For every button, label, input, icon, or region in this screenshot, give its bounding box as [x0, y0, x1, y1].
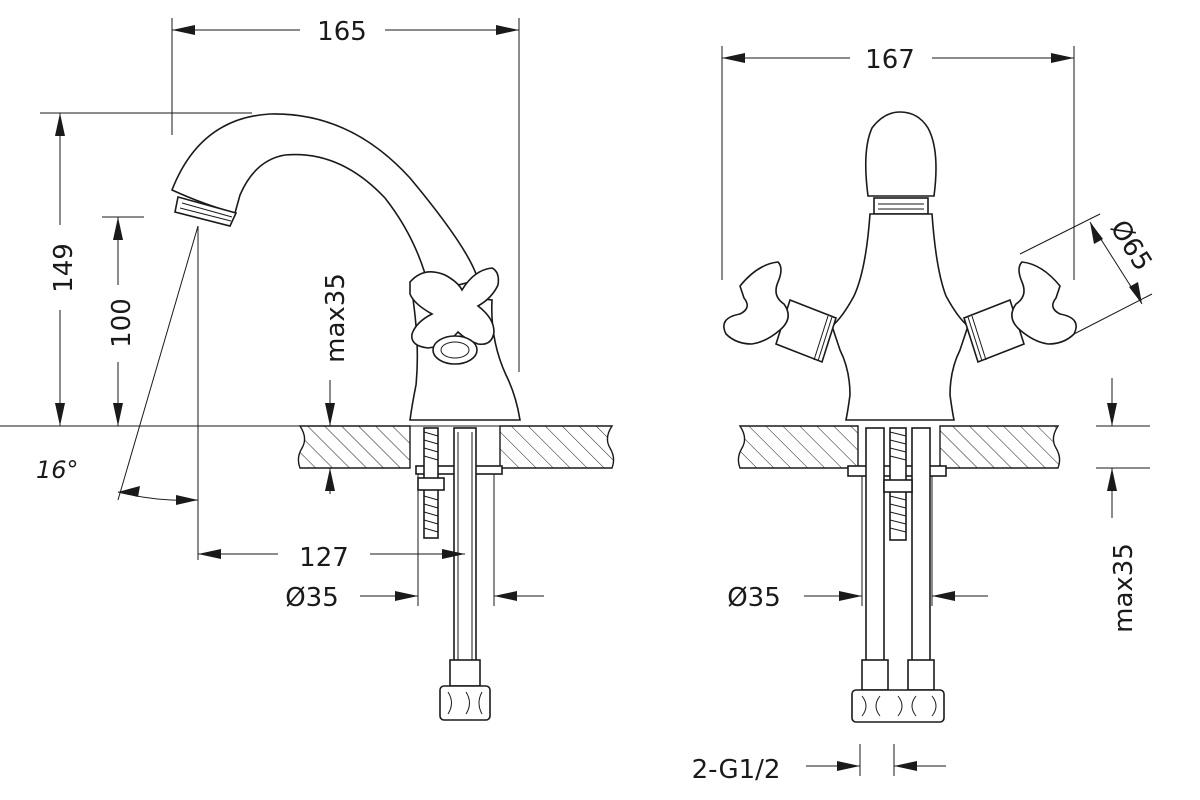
dim-front-width: 167: [865, 45, 915, 75]
countertop-section-side-right: [499, 425, 615, 469]
cross-handle-right: [1011, 261, 1077, 345]
dim-side-width: 165: [317, 17, 367, 47]
dim-hole-diameter-front: Ø35: [727, 583, 781, 613]
cross-handle-left: [723, 261, 789, 345]
dim-deck-thickness-front: max35: [1109, 543, 1139, 633]
hose-ferrule-right: [907, 659, 935, 691]
supply-hose-side: [453, 427, 477, 669]
countertop-section-side: [297, 425, 411, 469]
dim-spout-height: 100: [107, 298, 137, 348]
hose-right-front: [911, 427, 931, 669]
body-front: [831, 213, 969, 421]
nut-side: [417, 477, 445, 491]
countertop-section-front: [737, 425, 859, 469]
spout: [170, 113, 479, 293]
aerator-front: [873, 197, 929, 215]
dim-spout-reach: 127: [299, 543, 349, 573]
dim-connection-thread: 2-G1/2: [692, 755, 781, 785]
dim-total-height: 149: [49, 243, 79, 293]
hose-connector-side: [439, 685, 491, 721]
nut-front: [883, 479, 913, 493]
countertop-section-front-right: [939, 425, 1061, 469]
dim-handle-diameter: Ø65: [1104, 215, 1158, 276]
dim-spout-angle: 16°: [36, 456, 79, 484]
hose-ferrule-left: [861, 659, 889, 691]
hose-left-front: [865, 427, 885, 669]
cross-handle-side: [409, 267, 500, 349]
stud-thread-front: [889, 431, 907, 533]
front-view: 167 Ø65 max35 Ø35 2-G1/2: [692, 45, 1158, 785]
handle-hub-side: [432, 335, 478, 365]
dim-deck-thickness-side: max35: [321, 273, 351, 363]
stud-thread-side: [423, 431, 439, 533]
hose-connector-front: [851, 689, 945, 723]
hose-ferrule-side: [449, 659, 481, 687]
spout-front: [864, 111, 937, 197]
dim-hole-diameter-side: Ø35: [285, 583, 339, 613]
side-view: 165 149 100 16° max35 127: [0, 17, 615, 721]
water-jet-angled: [117, 225, 199, 501]
